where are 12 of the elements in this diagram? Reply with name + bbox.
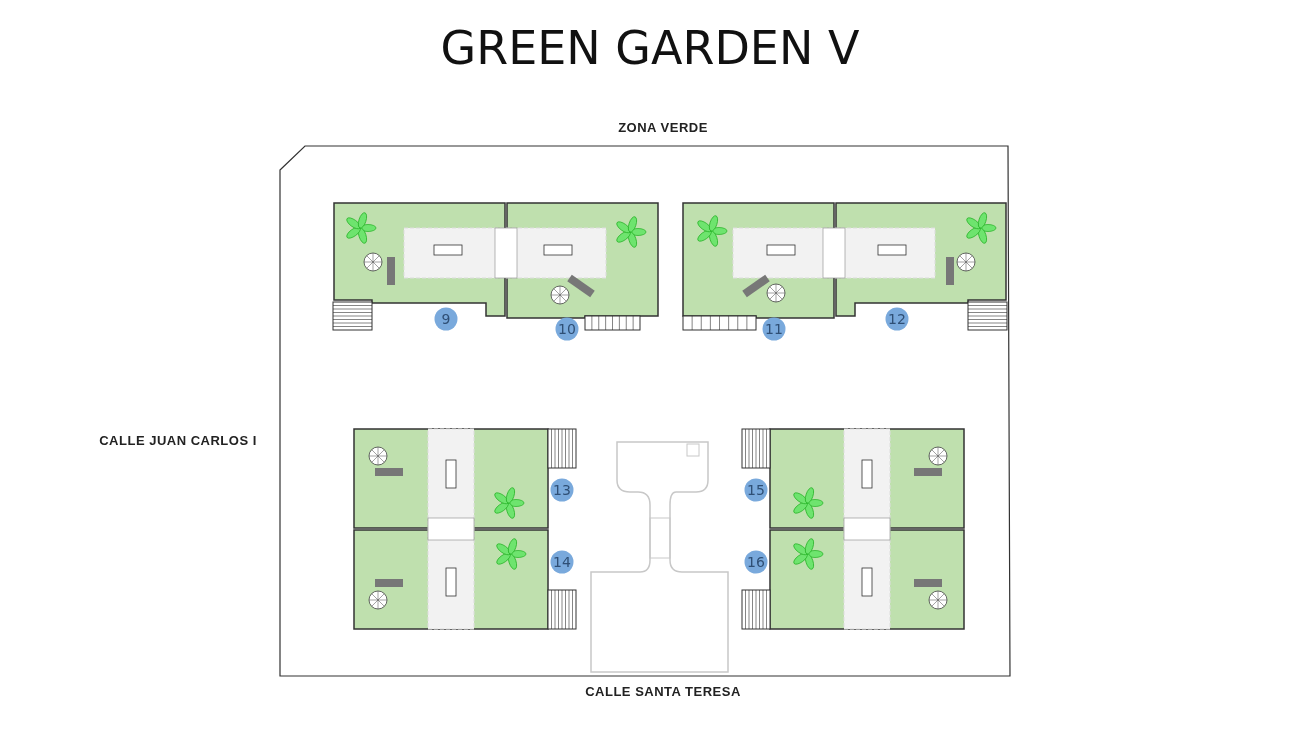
unit-number: 9 (434, 307, 458, 331)
unit-number: 14 (550, 550, 574, 574)
unit-number: 15 (744, 478, 768, 502)
unit-number: 13 (550, 478, 574, 502)
street-label: CALLE JUAN CARLOS I (99, 432, 257, 448)
unit-number: 16 (744, 550, 768, 574)
plan-title: GREEN GARDEN V (440, 21, 860, 75)
unit-number: 12 (885, 307, 909, 331)
street-label: CALLE SANTA TERESA (585, 683, 741, 699)
street-label: ZONA VERDE (618, 119, 708, 135)
unit-number: 10 (555, 317, 579, 341)
unit-number: 11 (762, 317, 786, 341)
